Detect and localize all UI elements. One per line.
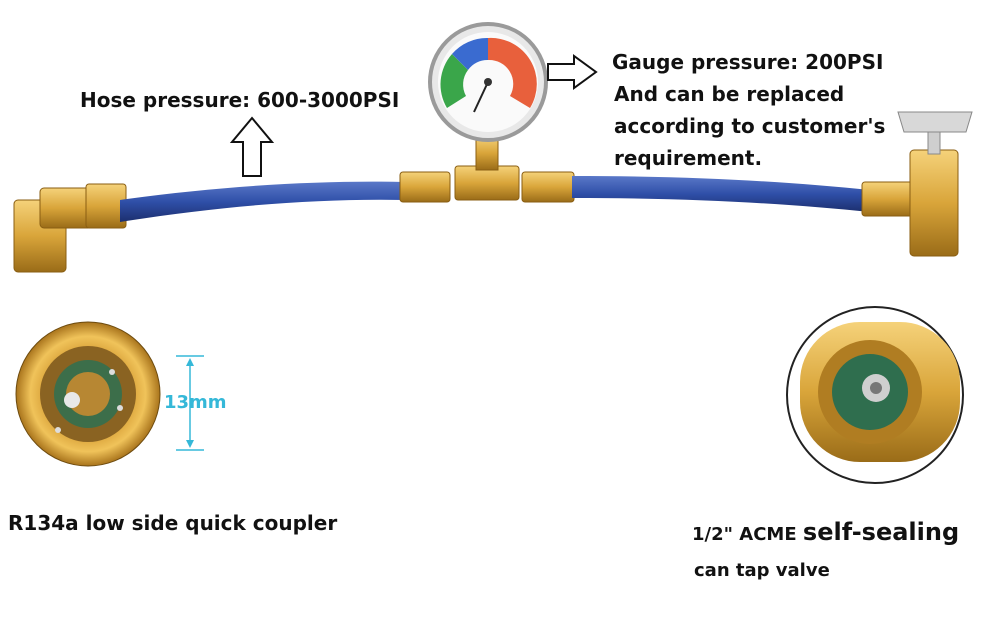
acme-valve-image [786,306,964,484]
gauge-pressure-line-1: Gauge pressure: 200PSI [612,50,884,74]
arrow-up-icon [229,116,275,177]
acme-label-line-2: can tap valve [694,560,830,581]
acme-prefix: 1/2" ACME [692,524,797,545]
tee-fitting [454,165,520,201]
hose-assembly [13,111,973,273]
gauge-pressure-line-2: And can be replaced [614,82,845,106]
coupler-label: R134a low side quick coupler [8,511,338,535]
dimension-label: 13mm [164,392,227,413]
pressure-gauge [428,22,548,142]
blue-hose-right [572,176,870,212]
can-tap-valve-body [909,149,959,257]
acme-self-sealing: self-sealing [802,518,960,546]
hose-pressure-label: Hose pressure: 600-3000PSI [80,88,400,112]
quick-coupler-image [15,321,161,467]
acme-label-line-1: 1/2" ACME self-sealing [692,518,959,546]
valve-handle [897,111,973,133]
gauge-pressure-line-4: requirement. [614,146,763,170]
dimension-marker [176,355,204,451]
arrow-right-icon [547,54,598,90]
gauge-pressure-line-3: according to customer's [614,114,886,138]
blue-hose-left [120,181,405,222]
